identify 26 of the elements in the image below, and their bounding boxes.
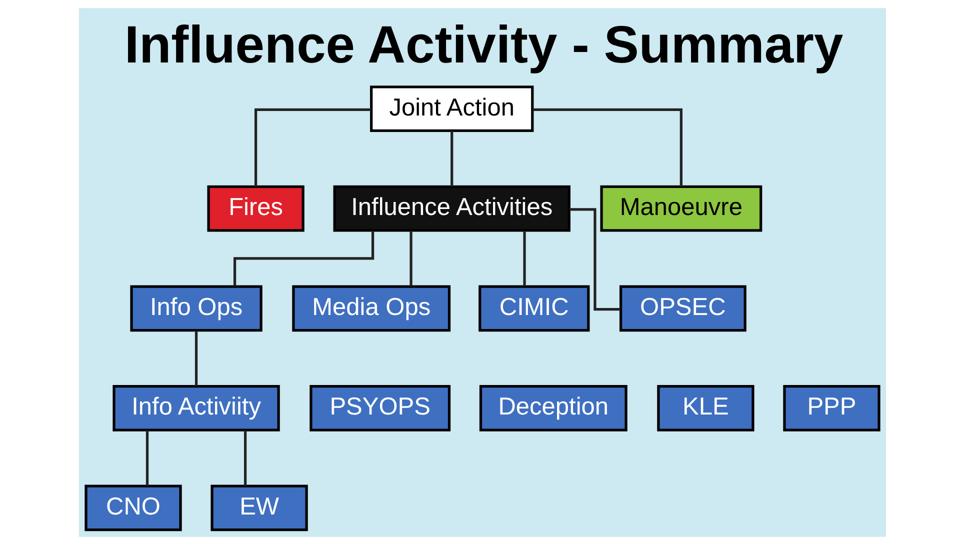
connector bbox=[410, 230, 412, 286]
connector bbox=[244, 430, 247, 486]
connector bbox=[450, 130, 454, 187]
node-box: Media Ops bbox=[292, 285, 451, 332]
node-box: EW bbox=[210, 484, 308, 532]
connector bbox=[254, 108, 371, 187]
node-box: OPSEC bbox=[619, 285, 746, 332]
node-box: PPP bbox=[783, 384, 880, 432]
node-box: CNO bbox=[84, 484, 182, 532]
node-box: KLE bbox=[657, 384, 754, 432]
node-box: Info Ops bbox=[130, 285, 262, 332]
node-box: Fires bbox=[207, 185, 304, 232]
node-box: Influence Activities bbox=[333, 185, 570, 232]
connector bbox=[233, 230, 374, 286]
connector bbox=[523, 230, 526, 286]
node-box: PSYOPS bbox=[310, 384, 451, 432]
connector bbox=[194, 330, 198, 386]
node-box: CIMIC bbox=[478, 285, 590, 332]
connector bbox=[532, 108, 682, 187]
connector bbox=[569, 208, 620, 311]
node-box: Joint Action bbox=[370, 86, 534, 132]
node-box: Info Activiity bbox=[112, 384, 280, 432]
node-box: Manoeuvre bbox=[600, 185, 762, 232]
node-box: Deception bbox=[479, 384, 628, 432]
connector bbox=[146, 430, 149, 486]
diagram-title: Influence Activity - Summary bbox=[124, 15, 844, 74]
